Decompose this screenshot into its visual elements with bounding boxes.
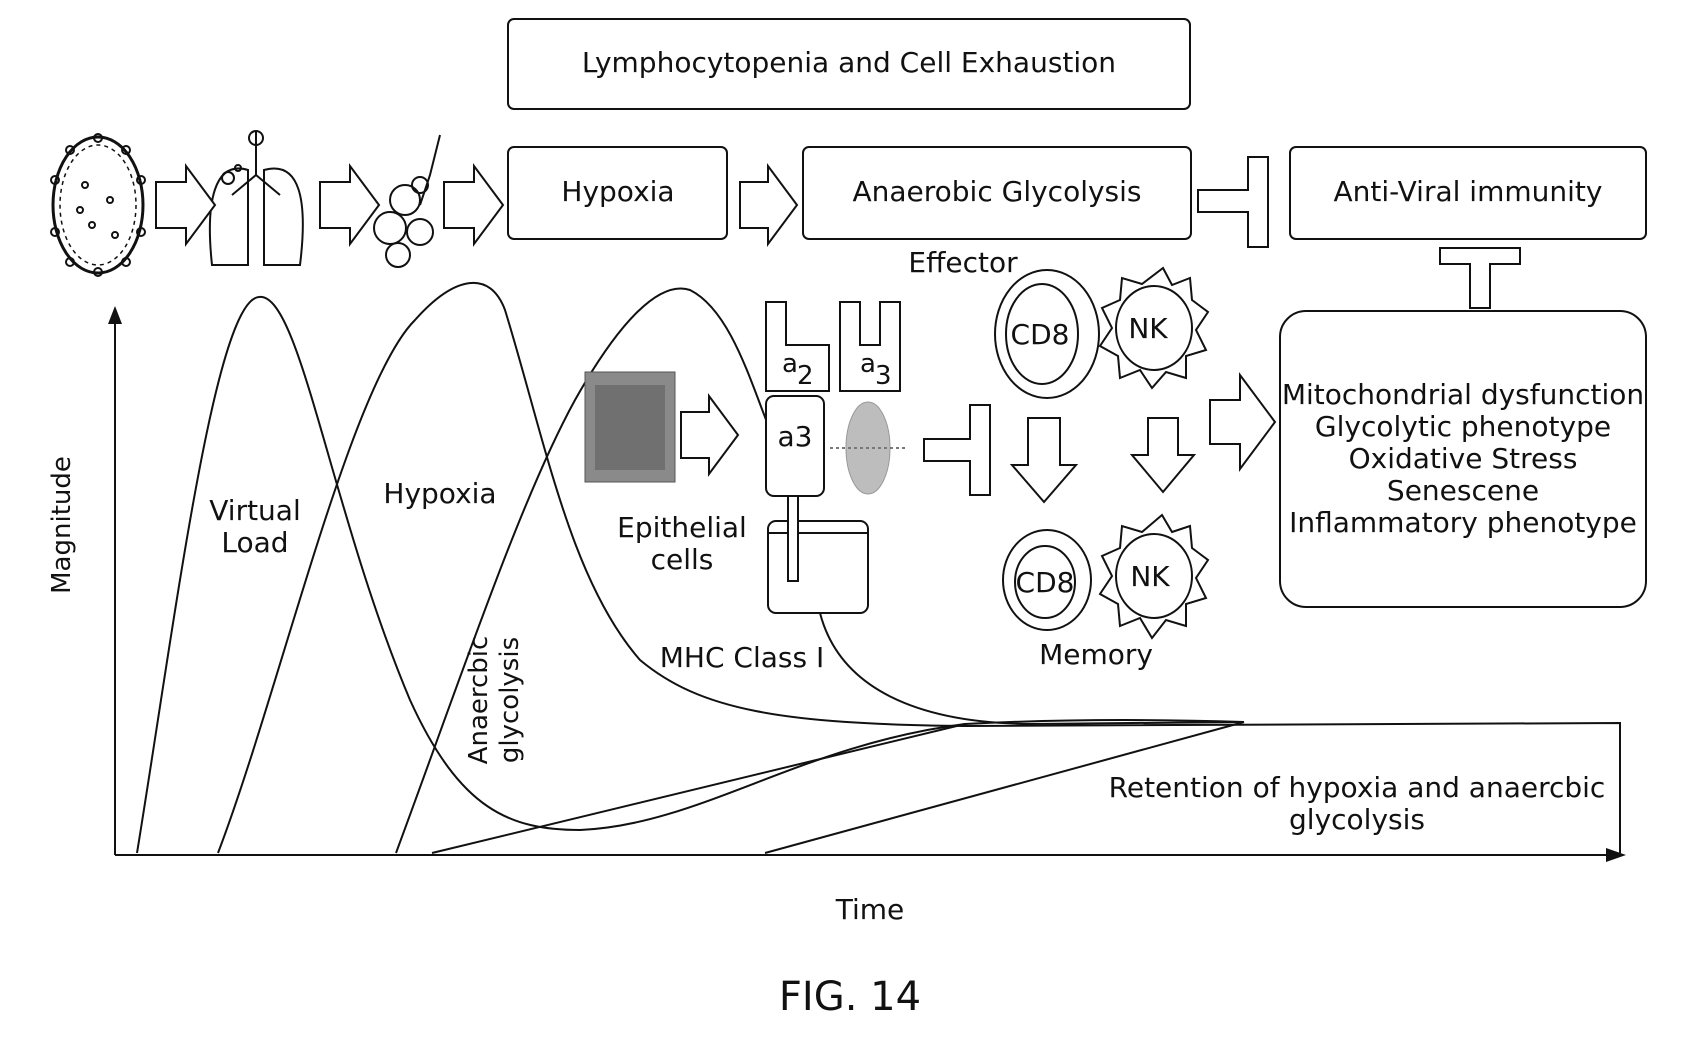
retention-label-line2: glycolysis <box>1289 803 1425 836</box>
antiviral-immunity-label: Anti-Viral immunity <box>1334 175 1603 208</box>
mhc-a2-sub: 2 <box>797 361 814 391</box>
anaerobic-glycolysis-curve <box>396 288 770 853</box>
outcome-box: Mitochondrial dysfunction Glycolytic phe… <box>1280 311 1646 607</box>
anaerobic-glycolysis-box: Anaerobic Glycolysis <box>803 147 1191 239</box>
mhc-class-i: a 2 a 3 a3 MHC Class I <box>660 302 908 674</box>
mhc-label: MHC Class I <box>660 641 825 674</box>
y-axis-label: Magnitude <box>47 456 77 594</box>
mhc-a3-base: a <box>860 349 876 379</box>
arrow-virus-to-lungs <box>156 166 215 244</box>
effector-label: Effector <box>908 246 1018 279</box>
cd8-effector-cell: CD8 <box>995 270 1099 398</box>
antiviral-immunity-box: Anti-Viral immunity <box>1290 147 1646 239</box>
x-axis-arrowhead <box>1606 848 1626 862</box>
figure-caption: FIG. 14 <box>779 974 921 1020</box>
retention-label-line1: Retention of hypoxia and anaercbic <box>1109 771 1606 804</box>
nk-memory-label: NK <box>1130 560 1170 593</box>
inhibition-symbol-glycolysis <box>1198 157 1268 247</box>
hypoxia-curve-label: Hypoxia <box>383 477 496 510</box>
outcome-line-2: Glycolytic phenotype <box>1315 410 1611 443</box>
anaerobic-glycolysis-label: Anaerobic Glycolysis <box>852 175 1141 208</box>
inhibition-symbol-mhc <box>924 405 990 495</box>
viral-load-label-line2: Load <box>221 526 288 559</box>
epithelial-label-line2: cells <box>651 543 714 576</box>
epithelial-cells: Epithelial cells <box>585 372 747 576</box>
outcome-line-1: Mitochondrial dysfunction <box>1282 378 1644 411</box>
outcome-line-3: Oxidative Stress <box>1349 442 1578 475</box>
viral-load-label-line1: Virtual <box>209 494 301 527</box>
nk-memory-cell: NK <box>1100 515 1208 638</box>
arrow-to-outcome <box>1210 375 1275 469</box>
inhibition-symbol-outcome <box>1440 248 1520 308</box>
y-axis-arrowhead <box>108 306 122 324</box>
nk-effector-label: NK <box>1128 312 1168 345</box>
arrow-alveoli-to-hypoxia <box>444 166 503 244</box>
lymphocytopenia-label: Lymphocytopenia and Cell Exhaustion <box>582 46 1116 79</box>
arrow-lungs-to-alveoli <box>320 166 379 244</box>
anaerobic-label-line2: glycolysis <box>495 637 525 763</box>
mhc-a3-body-label: a3 <box>778 420 813 453</box>
epithelial-label-line1: Epithelial <box>617 511 747 544</box>
arrow-epithelial-to-mhc <box>681 396 738 474</box>
glycolysis-tail-curve <box>820 613 1244 724</box>
arrow-hypoxia-to-glycolysis <box>740 166 797 244</box>
anaerobic-label-line1: Anaercbic <box>464 636 494 765</box>
effector-cells: Effector CD8 NK <box>908 246 1208 398</box>
memory-label: Memory <box>1039 638 1153 671</box>
virus-icon <box>51 134 145 276</box>
outcome-line-4: Senescene <box>1387 474 1539 507</box>
cd8-memory-cell: CD8 <box>1003 530 1091 630</box>
arrow-cd8-down <box>1012 418 1076 502</box>
memory-cells: CD8 NK Memory <box>1003 515 1208 671</box>
mhc-a3-sub: 3 <box>875 361 892 391</box>
hypoxia-box: Hypoxia <box>508 147 727 239</box>
nk-effector-cell: NK <box>1100 268 1208 388</box>
arrow-nk-down <box>1132 418 1194 492</box>
mhc-a2-base: a <box>782 349 798 379</box>
lungs-icon <box>210 131 303 265</box>
x-axis-label: Time <box>835 893 905 926</box>
outcome-line-5: Inflammatory phenotype <box>1289 506 1637 539</box>
cd8-effector-label: CD8 <box>1011 318 1070 351</box>
cd8-memory-label: CD8 <box>1016 566 1075 599</box>
alveoli-icon <box>374 135 440 267</box>
mhc-membrane-block <box>768 521 868 613</box>
lymphocytopenia-box: Lymphocytopenia and Cell Exhaustion <box>508 19 1190 109</box>
mhc-stalk <box>788 496 798 581</box>
hypoxia-box-label: Hypoxia <box>561 175 674 208</box>
